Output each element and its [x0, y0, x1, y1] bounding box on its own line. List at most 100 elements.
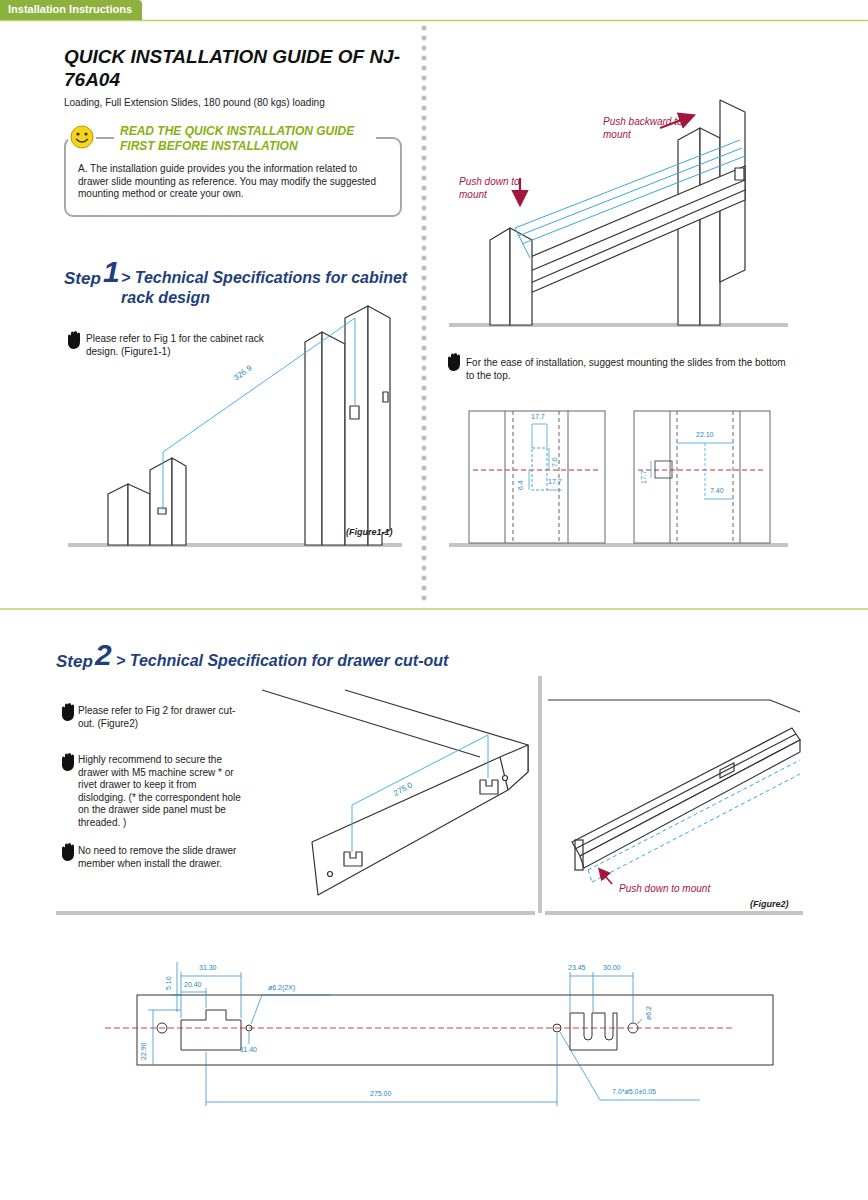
dimension-label: 11.40 — [240, 1046, 257, 1055]
dimension-lines — [651, 443, 733, 500]
dim-line — [181, 992, 206, 993]
dim-line — [547, 490, 562, 491]
front-post — [510, 228, 532, 325]
motion-line — [518, 148, 742, 236]
instruction-text: Please refer to Fig 2 for drawer cut-out… — [78, 705, 242, 730]
square-hole — [655, 461, 672, 478]
smiley-ring — [68, 123, 96, 151]
smiley-eye — [76, 132, 79, 135]
slide-rail-edge — [528, 180, 745, 272]
dim-line — [549, 448, 550, 470]
dimension-label: 17.7 — [548, 478, 562, 487]
hand-icon — [448, 353, 460, 371]
post-edge — [505, 411, 506, 543]
figure-label: (Figure1-1) — [346, 527, 393, 538]
post-slot — [158, 508, 166, 514]
section-tab: Installation Instructions — [0, 0, 142, 20]
motion-line — [515, 228, 530, 258]
leader — [637, 1019, 642, 1024]
detail-frame — [469, 411, 605, 543]
cutout-dimensions — [148, 962, 700, 1106]
smiley-icon — [67, 122, 97, 152]
rack-post-right — [305, 306, 390, 545]
dimension-label: 275.00 — [370, 1090, 391, 1099]
slide-body — [580, 740, 800, 868]
post-flange — [305, 332, 322, 545]
instruction-text: No need to remove the slide drawer membe… — [78, 845, 242, 870]
base-lines — [56, 325, 803, 913]
step-number: 1 — [103, 253, 120, 291]
hand-icon — [62, 843, 74, 861]
dim-line — [570, 972, 571, 1012]
action-note: Push down to mount — [459, 176, 534, 201]
box-heading: READ THE QUICK INSTALLATION GUIDE FIRST … — [114, 124, 376, 154]
cutout-panel — [137, 995, 773, 1065]
page-title: QUICK INSTALLATION GUIDE OF NJ-76A04 — [64, 46, 409, 92]
dimension-label: 22.90 — [140, 1042, 149, 1060]
dimension-label: 22.10 — [696, 431, 714, 440]
post-web — [322, 332, 345, 545]
motion-line — [515, 140, 740, 228]
dim-line — [651, 461, 652, 478]
hand-icon — [68, 331, 80, 349]
post-flange — [108, 484, 128, 545]
leader — [251, 995, 330, 1024]
dimension-label: 17.7 — [531, 413, 545, 422]
dim-line — [171, 995, 182, 996]
slide-body — [572, 728, 800, 856]
dimension-lines — [529, 424, 562, 490]
dimension-leader — [352, 735, 488, 852]
dim-line — [532, 424, 533, 448]
rack-posts-with-slide — [490, 100, 745, 325]
dimension-label: 7.40 — [710, 487, 724, 496]
dim-line — [529, 470, 530, 490]
dimension-label: 7.0*ø5.0±0.05 — [612, 1088, 656, 1097]
motion-line — [522, 156, 745, 244]
cutout — [570, 1013, 617, 1050]
step-word: Step — [64, 268, 101, 289]
post-lip — [368, 306, 390, 545]
dim-line — [153, 1010, 154, 1065]
slide-edge — [575, 734, 796, 849]
action-note: Push backward to mount — [603, 116, 693, 141]
dimension-label: 17.7 — [640, 470, 649, 484]
post-edge — [670, 411, 671, 543]
dimension-label: 20.40 — [184, 981, 202, 990]
dimension-label: 7.0 — [551, 457, 560, 467]
post-slot — [350, 406, 359, 419]
step-word: Step — [56, 651, 93, 672]
dimension-label: ø6.2(2X) — [268, 984, 295, 993]
post-slot — [383, 392, 388, 402]
panel-hole — [503, 776, 508, 781]
base-line — [56, 911, 535, 915]
smiley-mouth — [76, 139, 88, 142]
subtitle: Loading, Full Extension Slides, 180 poun… — [64, 97, 424, 110]
action-note: Push down to mount — [619, 883, 710, 896]
post-edge — [677, 411, 678, 543]
push-arrow — [600, 870, 612, 884]
panel-hole — [328, 872, 333, 877]
dim-line — [705, 443, 706, 500]
instruction-text: Please refer to Fig 1 for the cabinet ra… — [86, 333, 264, 358]
hand-icon — [62, 703, 74, 721]
post-edge — [733, 411, 734, 543]
slide-end — [575, 840, 583, 870]
dimension-label: 275.0 — [392, 781, 414, 799]
base-line — [449, 543, 788, 547]
leader — [249, 1032, 250, 1044]
dimension-label: 23.45 — [568, 964, 586, 973]
drawer-edge — [548, 700, 800, 712]
hand-icon — [62, 753, 74, 771]
box-body: A. The installation guide provides you t… — [78, 163, 390, 201]
box-heading: Installation Instructions — [8, 3, 132, 15]
dim-line — [206, 988, 207, 1008]
instruction-text: For the ease of installation, suggest mo… — [466, 357, 788, 382]
leader — [560, 1032, 700, 1100]
hole-detail-2 — [634, 411, 770, 543]
dim-line — [181, 976, 241, 977]
dim-line — [633, 972, 634, 1022]
post-edge — [568, 411, 569, 543]
dim-line — [557, 1033, 558, 1106]
post-web — [128, 484, 150, 545]
section-rule — [0, 608, 868, 610]
